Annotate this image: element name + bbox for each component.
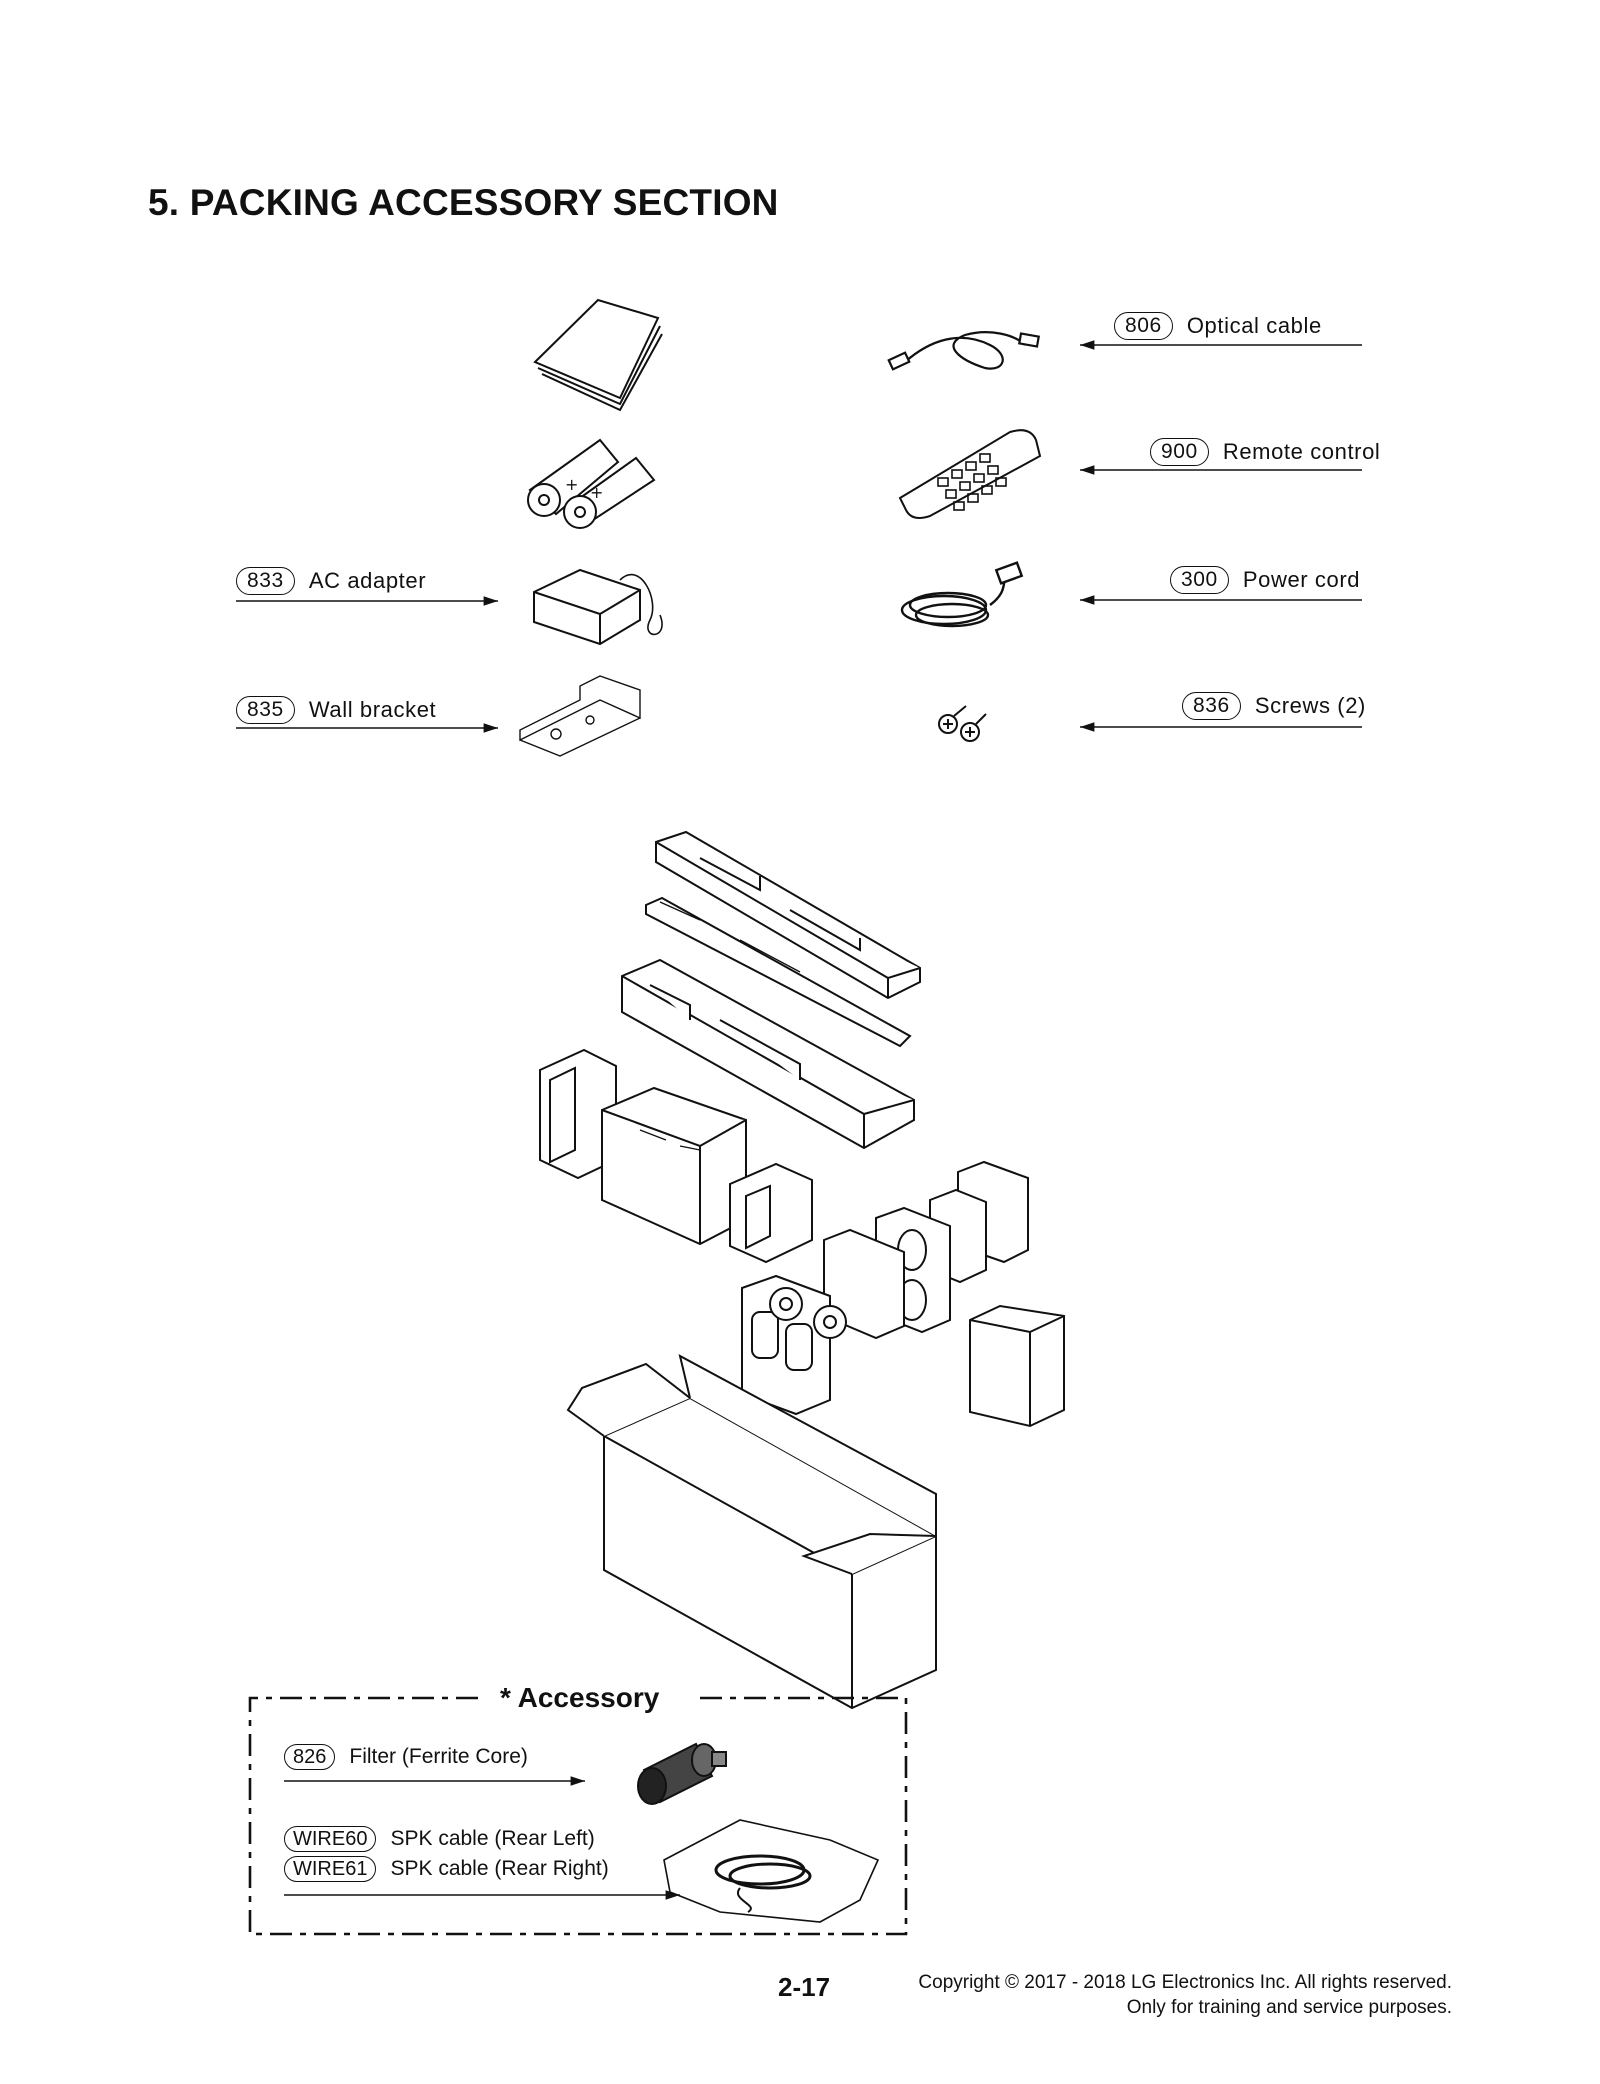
svg-text:+: + [590,483,603,502]
part-name: AC adapter [308,568,427,593]
part-name: Filter (Ferrite Core) [349,1745,528,1768]
part-code-badge: 300 [1170,566,1229,594]
power-cord-icon [900,561,1024,628]
part-code-badge: 900 [1150,438,1209,466]
wall-bracket-icon [519,675,641,757]
copyright-notice: Copyright © 2017 - 2018 LG Electronics I… [918,1970,1452,2020]
part-label-300: 300 Power cord [1170,566,1360,594]
screws-icon [938,705,987,742]
part-name: Remote control [1222,439,1381,464]
part-code-badge: WIRE60 [284,1826,377,1852]
manual-icon [533,298,663,412]
page-number: 2-17 [778,1972,831,2002]
ac-adapter-icon [533,568,663,646]
part-label-900: 900 Remote control [1150,438,1380,466]
copyright-line: Copyright © 2017 - 2018 LG Electronics I… [918,1972,1452,1993]
part-code-badge: 835 [236,696,295,724]
part-name: Power cord [1242,567,1361,592]
part-code-badge: 806 [1114,312,1173,340]
part-name: Wall bracket [308,697,437,722]
part-code-badge: WIRE61 [284,1856,377,1882]
packing-exploded-view [539,830,1065,1710]
usage-notice: Only for training and service purposes. [1126,1997,1452,2018]
part-name: SPK cable (Rear Right) [390,1857,609,1880]
remote-control-icon [898,429,1042,519]
part-name: SPK cable (Rear Left) [390,1827,595,1850]
part-name: Optical cable [1186,313,1322,338]
accessory-label-wire61: WIRE61 SPK cable (Rear Right) [284,1856,609,1882]
page-title: 5. PACKING ACCESSORY SECTION [148,182,779,223]
battery-icon: + + [527,438,656,529]
part-label-806: 806 Optical cable [1114,312,1322,340]
svg-text:+: + [565,475,578,494]
speaker-cable-icon [663,1819,880,1923]
accessory-frame [248,1696,908,1936]
accessory-label-wire60: WIRE60 SPK cable (Rear Left) [284,1826,595,1852]
optical-cable-icon [887,331,1041,371]
part-label-835: 835 Wall bracket [236,696,436,724]
part-code-badge: 826 [284,1744,336,1770]
accessory-label-826: 826 Filter (Ferrite Core) [284,1744,528,1770]
part-code-badge: 833 [236,567,295,595]
accessory-title: * Accessory [478,1682,682,1714]
ferrite-core-icon [637,1742,727,1805]
part-label-833: 833 AC adapter [236,567,426,595]
part-name: Screws (2) [1254,693,1366,718]
part-code-badge: 836 [1182,692,1241,720]
part-label-836: 836 Screws (2) [1182,692,1366,720]
